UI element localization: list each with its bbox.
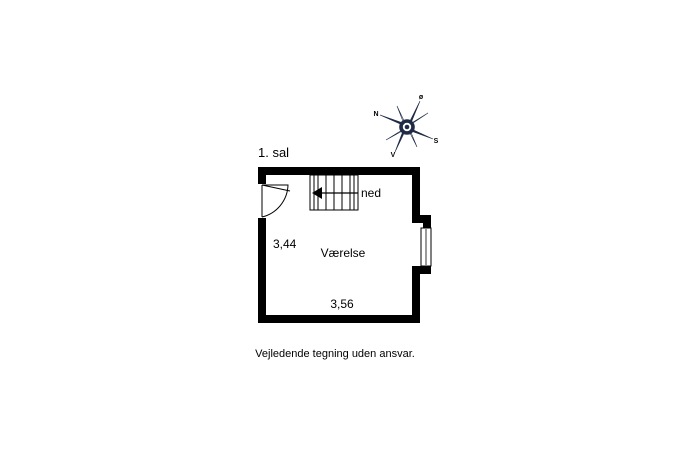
compass-icon	[379, 100, 434, 153]
arrow-left-icon	[312, 187, 322, 199]
floor-label: 1. sal	[258, 145, 289, 160]
door	[261, 184, 291, 218]
compass-north-label: N	[373, 111, 378, 118]
disclaimer: Vejledende tegning uden ansvar.	[255, 348, 415, 360]
compass-east-label: ø	[419, 94, 424, 101]
window	[420, 227, 432, 267]
compass-west-label: V	[391, 152, 396, 159]
stairs-label: ned	[361, 186, 381, 200]
room-name: Værelse	[321, 246, 366, 260]
room-walls	[258, 167, 431, 323]
compass-south-label: S	[434, 138, 439, 145]
compass-rose: N ø S V	[373, 94, 438, 159]
room-width-label: 3,56	[330, 297, 354, 311]
stairs-arrow	[312, 187, 358, 199]
room-depth-label: 3,44	[273, 237, 297, 251]
